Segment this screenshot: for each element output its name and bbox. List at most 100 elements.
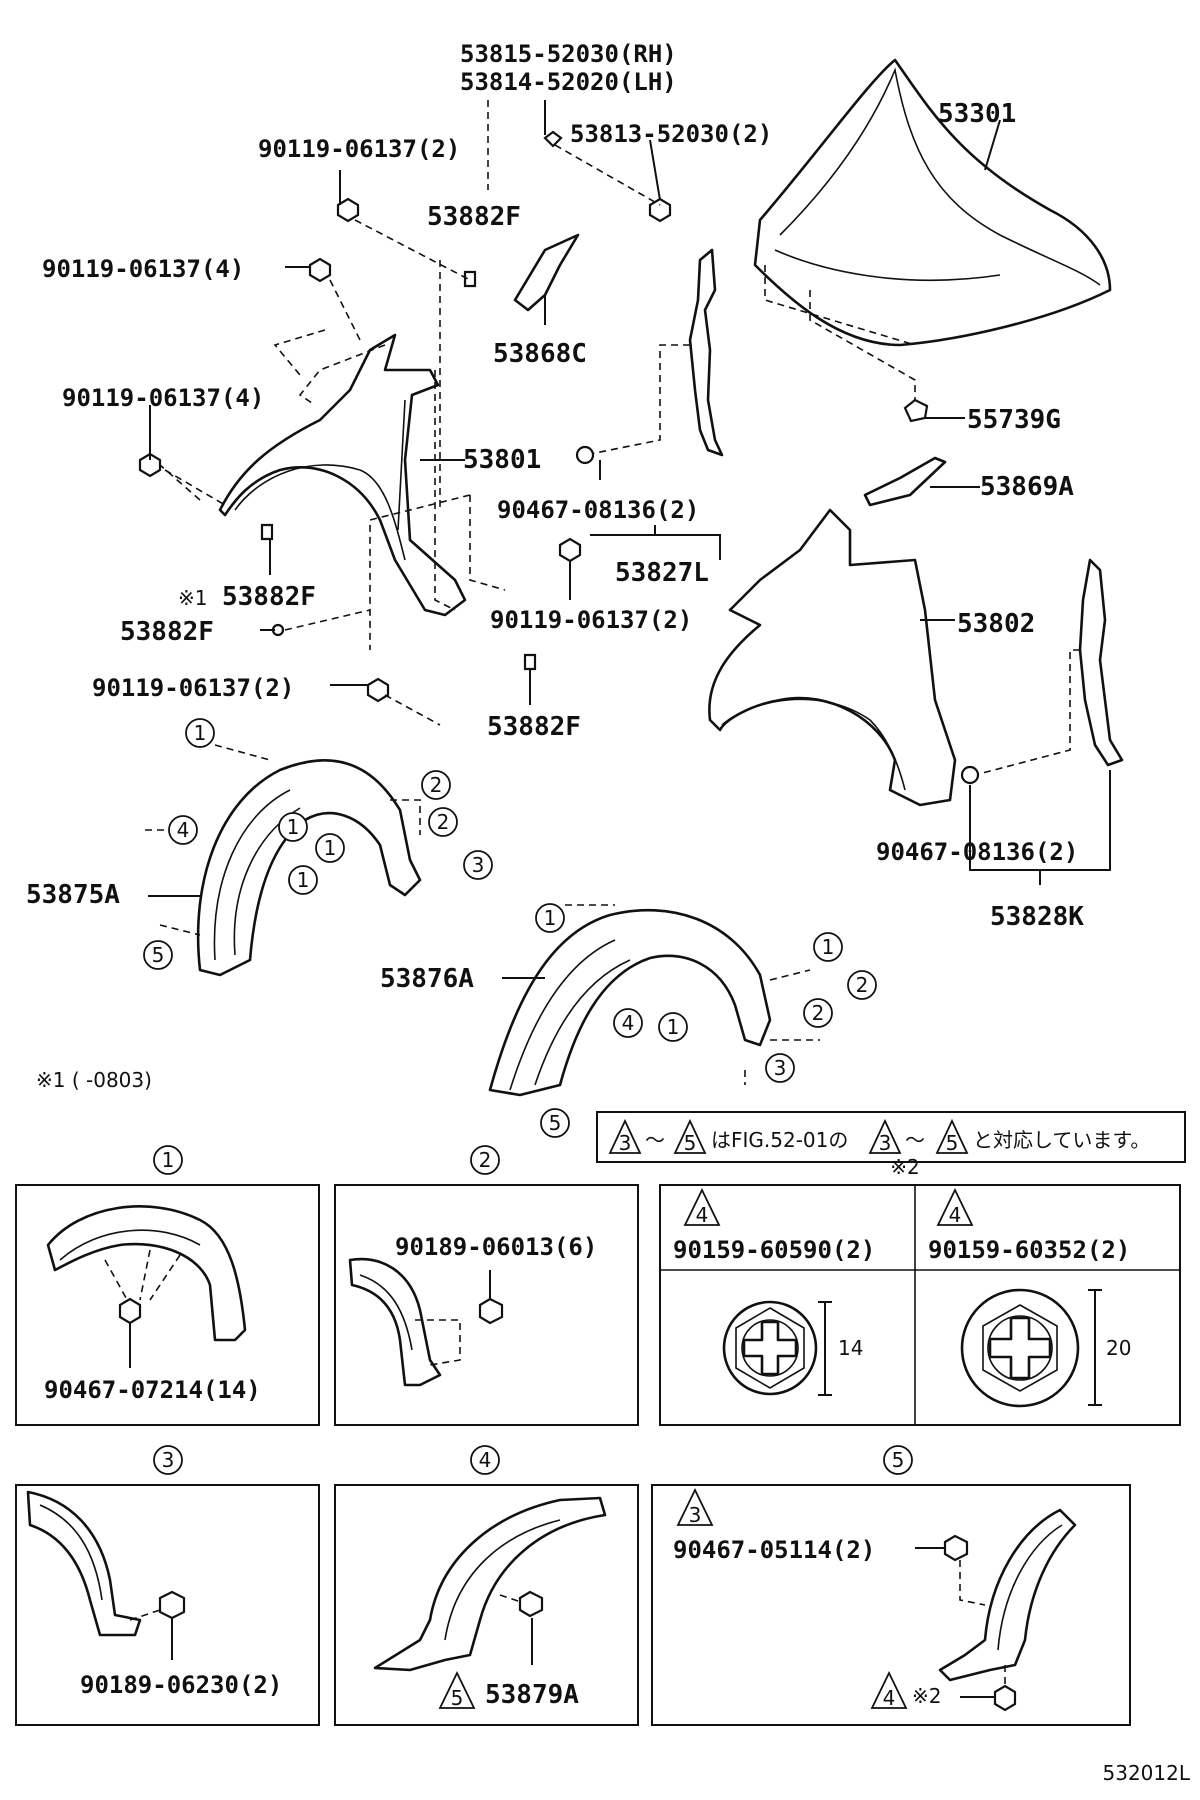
nut-20-icon [960,1288,1080,1408]
detail-panel-4b [334,1484,639,1726]
label-90189-b: 90189-06230(2) [80,1671,282,1699]
bolt-fastener-a [336,197,360,223]
panel-4-left-tri: 4 [696,1203,709,1227]
callout-1c: 1 [324,836,337,860]
clip-fastener-f [648,197,672,223]
callout-1e: 1 [544,906,557,930]
bracket-clip-left [575,445,595,465]
panel-5-clip-bottom [993,1684,1017,1712]
panel-4-right-tri: 4 [949,1203,962,1227]
callout-1b: 1 [287,815,300,839]
cross-reference-note: 3 〜 5 はFIG.52-01の 3 〜 5 と対応しています。 [596,1111,1186,1163]
panel-1-liner [46,1205,247,1342]
fender-liner-front [196,759,422,977]
xref-end: と対応しています。 [973,1128,1150,1152]
panel-4b-tri: 5 [451,1686,464,1710]
label-53876a: 53876A [380,964,474,994]
nut-14-icon [722,1300,818,1396]
panel-3-clip [158,1590,186,1620]
clip-fastener-b [260,523,274,541]
label-53301: 53301 [938,99,1016,129]
label-53813: 53813-52030(2) [570,120,772,148]
callout-5a: 5 [152,943,165,967]
callout-2a: 2 [430,773,443,797]
figure-code: 532012L [1103,1761,1191,1785]
clip-fastener-c [523,653,537,671]
panel-1-header: 1 [162,1148,175,1172]
panel-2-header: 2 [479,1148,492,1172]
footnote-1: ※1 ( -0803) [36,1068,152,1092]
xref-mid-3: 〜 [905,1128,925,1152]
detail-panel-4 [659,1184,1181,1426]
callout-1g: 1 [667,1015,680,1039]
callout-4a: 4 [177,818,190,842]
label-53802: 53802 [957,609,1035,639]
xref-mid-2: はFIG.52-01の [711,1128,848,1152]
panel-4b-clip [518,1590,544,1618]
panel-5-tri-3: 3 [689,1503,702,1527]
clip-fastener-e [543,130,563,148]
xref-mid-1: 〜 [645,1128,665,1152]
label-90159-b: 90159-60352(2) [928,1236,1130,1264]
label-90189-a: 90189-06013(6) [395,1233,597,1261]
label-90159-a: 90159-60590(2) [673,1236,875,1264]
dim-20: 20 [1106,1336,1131,1360]
bolt-fastener-e [366,677,390,703]
label-53875a: 53875A [26,880,120,910]
label-90467-b: 90467-08136(2) [876,838,1078,866]
panel-1-clip [118,1297,142,1325]
xref-tri-3: 3 [619,1131,632,1155]
callout-markers: 1 4 1 1 1 2 2 3 5 1 1 2 2 4 1 3 5 [143,718,877,1138]
label-53882f-c: 53882F [120,617,214,647]
panel-2-clip [478,1297,504,1325]
callout-1d: 1 [297,868,310,892]
panel-5-liner [938,1508,1077,1690]
label-53869a: 53869A [980,472,1074,502]
bolt-fastener-d [558,537,582,563]
label-53801: 53801 [463,445,541,475]
fender-bracket-left [688,248,724,457]
fender-bracket-right [1078,558,1124,767]
label-90119-e: 90119-06137(2) [92,674,294,702]
label-53828k: 53828K [990,902,1084,932]
panel-5-ref-mark: ※2 [912,1684,941,1708]
xref-tri-5b: 5 [946,1131,959,1155]
panel-5-header: 5 [892,1448,905,1472]
callout-1f: 1 [822,935,835,959]
callout-4b: 4 [622,1011,635,1035]
clip-fastener-a [463,270,477,288]
panel-2-liner [348,1257,461,1387]
label-90119-d: 90119-06137(2) [490,606,692,634]
label-53827l: 53827L [615,558,709,588]
label-55739g: 55739G [967,405,1061,435]
panel-4b-liner [373,1496,607,1672]
panel-4-ref-mark: ※2 [890,1155,919,1179]
seal-53868c [513,233,580,312]
callout-2b: 2 [437,810,450,834]
hood-bumper-fastener [903,398,929,423]
callout-2c: 2 [856,973,869,997]
label-90119-a: 90119-06137(2) [258,135,460,163]
label-53879a: 53879A [485,1680,579,1710]
bolt-fastener-b [308,257,332,283]
panel-5-clip-top [943,1534,969,1562]
label-53814: 53814-52020(LH) [460,68,677,96]
ref-mark-1: ※1 [178,586,207,610]
panel-3-liner [26,1490,161,1637]
right-fender [708,508,957,807]
dim-14: 14 [838,1336,863,1360]
callout-3a: 3 [472,853,485,877]
panel-5-tri-4: 4 [883,1686,896,1710]
left-fender [218,333,467,617]
callout-1a: 1 [194,721,207,745]
label-90467-a: 90467-08136(2) [497,496,699,524]
label-90119-b: 90119-06137(4) [42,255,244,283]
bracket-clip-right [960,765,980,785]
panel-4b-header: 4 [479,1448,492,1472]
label-53882f-a: 53882F [427,202,521,232]
xref-tri-5a: 5 [684,1131,697,1155]
label-90467-c: 90467-07214(14) [44,1376,261,1404]
fender-liner-rear [488,908,772,1097]
seal-53869a [863,456,947,507]
label-90467-d: 90467-05114(2) [673,1536,875,1564]
